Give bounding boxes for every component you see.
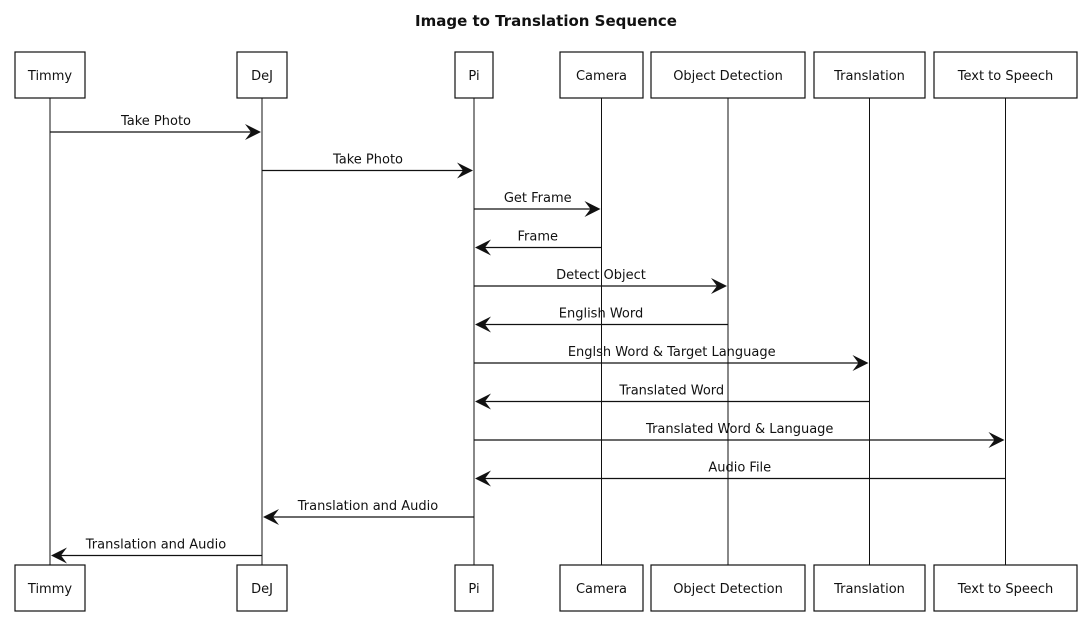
message-label: Translated Word & Language bbox=[645, 422, 833, 437]
message-10: Audio File bbox=[475, 461, 1006, 487]
participant-box bbox=[14, 564, 86, 612]
participant-label: DeJ bbox=[251, 582, 273, 597]
arrowhead bbox=[711, 278, 727, 294]
participant-box bbox=[236, 564, 288, 612]
message-12: Translation and Audio bbox=[51, 538, 262, 564]
participant-pi-top: Pi bbox=[454, 51, 494, 99]
lifelines bbox=[49, 98, 1006, 565]
participant-box bbox=[650, 51, 806, 99]
arrowhead bbox=[988, 432, 1005, 448]
participant-label: Camera bbox=[576, 69, 627, 84]
participant-timmy-top: Timmy bbox=[14, 51, 86, 99]
participants-bottom: Timmy DeJ Pi Camera Object Detection Translat… bbox=[14, 564, 1078, 612]
participant-object-detection-top: Object Detection bbox=[650, 51, 806, 99]
participant-label: Pi bbox=[468, 69, 479, 84]
participant-text-to-speech-top: Text to Speech bbox=[933, 51, 1078, 99]
message-label: Audio File bbox=[708, 461, 771, 476]
message-label: English Word bbox=[559, 307, 644, 322]
message-6: English Word bbox=[475, 307, 728, 333]
message-label: Get Frame bbox=[504, 191, 572, 206]
participant-label: DeJ bbox=[251, 69, 273, 84]
participant-dej-bottom: DeJ bbox=[236, 564, 288, 612]
participant-label: Pi bbox=[468, 582, 479, 597]
arrowhead bbox=[457, 162, 473, 179]
participant-timmy-bottom: Timmy bbox=[14, 564, 86, 612]
participant-box bbox=[236, 51, 288, 99]
message-label: Translated Word bbox=[618, 384, 724, 399]
arrowhead bbox=[245, 124, 261, 140]
participant-label: Text to Speech bbox=[957, 582, 1054, 597]
participant-label: Timmy bbox=[27, 582, 72, 597]
message-4: Frame bbox=[475, 230, 602, 256]
participant-translation-bottom: Translation bbox=[813, 564, 926, 612]
participant-label: Text to Speech bbox=[957, 69, 1054, 84]
participant-label: Camera bbox=[576, 582, 627, 597]
participant-object-detection-bottom: Object Detection bbox=[650, 564, 806, 612]
participant-box bbox=[14, 51, 86, 99]
participant-box bbox=[559, 51, 644, 99]
participant-box bbox=[933, 51, 1078, 99]
message-1: Take Photo bbox=[50, 114, 261, 140]
diagram-title: Image to Translation Sequence bbox=[415, 12, 677, 30]
participant-translation-top: Translation bbox=[813, 51, 926, 99]
participant-box bbox=[454, 51, 494, 99]
message-9: Translated Word & Language bbox=[474, 422, 1005, 448]
message-11: Translation and Audio bbox=[263, 499, 474, 525]
message-label: Translation and Audio bbox=[297, 499, 439, 514]
arrowhead bbox=[51, 547, 67, 564]
participant-box bbox=[813, 564, 926, 612]
message-5: Detect Object bbox=[474, 268, 727, 294]
arrowhead bbox=[263, 509, 279, 525]
arrowhead bbox=[584, 201, 601, 217]
arrowhead bbox=[475, 470, 491, 487]
participant-dej-top: DeJ bbox=[236, 51, 288, 99]
arrowhead bbox=[852, 355, 869, 371]
participant-pi-bottom: Pi bbox=[454, 564, 494, 612]
participant-camera-bottom: Camera bbox=[559, 564, 644, 612]
participant-label: Timmy bbox=[27, 69, 72, 84]
message-label: Take Photo bbox=[120, 114, 191, 129]
participant-label: Object Detection bbox=[673, 69, 783, 84]
message-label: Take Photo bbox=[332, 153, 403, 168]
participant-label: Translation bbox=[833, 582, 905, 597]
participant-box bbox=[454, 564, 494, 612]
arrowhead bbox=[475, 393, 491, 410]
participant-box bbox=[559, 564, 644, 612]
message-label: Englsh Word & Target Language bbox=[568, 345, 776, 360]
participant-box bbox=[933, 564, 1078, 612]
message-3: Get Frame bbox=[474, 191, 601, 217]
message-label: Frame bbox=[517, 230, 558, 245]
message-label: Translation and Audio bbox=[85, 538, 227, 553]
participant-text-to-speech-bottom: Text to Speech bbox=[933, 564, 1078, 612]
participant-label: Object Detection bbox=[673, 582, 783, 597]
message-7: Englsh Word & Target Language bbox=[474, 345, 869, 371]
participants-top: Timmy DeJ Pi Camera Object Detection Translat… bbox=[14, 51, 1078, 99]
participant-box bbox=[650, 564, 806, 612]
participant-box bbox=[813, 51, 926, 99]
message-2: Take Photo bbox=[262, 153, 473, 179]
arrowhead bbox=[475, 239, 491, 256]
arrowhead bbox=[475, 316, 491, 333]
message-8: Translated Word bbox=[475, 384, 870, 410]
message-label: Detect Object bbox=[556, 268, 646, 283]
participant-label: Translation bbox=[833, 69, 905, 84]
participant-camera-top: Camera bbox=[559, 51, 644, 99]
